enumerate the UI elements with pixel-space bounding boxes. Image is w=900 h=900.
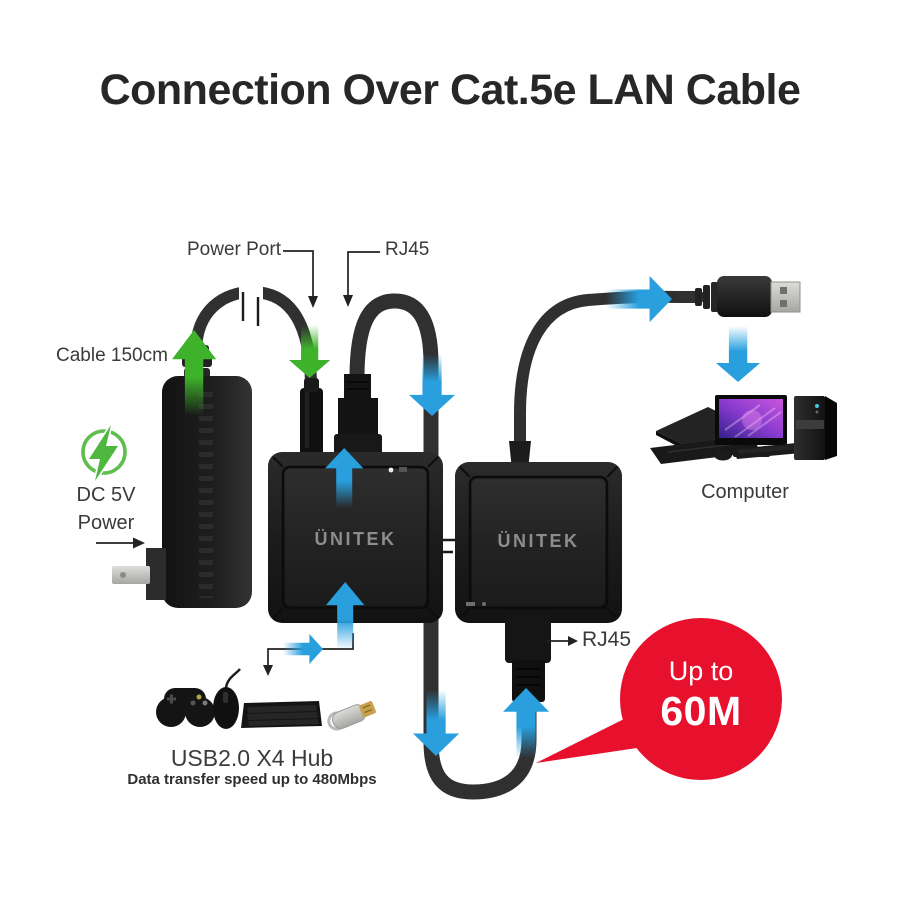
unitek-logo-remote: ÜNITEK <box>497 531 580 551</box>
desktop-mouse <box>714 449 732 461</box>
power-port-label: Power Port <box>187 239 281 260</box>
hub-keyboard <box>241 701 322 728</box>
cable-length-label: Cable 150cm <box>56 345 168 366</box>
dc-plug <box>300 388 323 456</box>
blue-down-arrow-cable <box>409 354 456 416</box>
dc-power-label-line2: Power <box>77 512 135 534</box>
rj45-bottom-label: RJ45 <box>582 628 632 651</box>
hub-title: USB2.0 X4 Hub <box>170 745 334 771</box>
dc-power-label-line1: DC 5V <box>76 484 136 506</box>
annotation-arrowheads <box>133 295 578 676</box>
badge-prefix: Up to <box>668 656 734 686</box>
computer-label: Computer <box>701 481 789 503</box>
usb-plug <box>695 276 801 317</box>
extender-remote <box>455 441 622 702</box>
computer-cluster <box>650 395 837 464</box>
blue-right-arrow-usb <box>606 276 672 323</box>
page-title: Connection Over Cat.5e LAN Cable <box>99 66 801 114</box>
rj45-top-pointer <box>347 251 380 295</box>
blue-right-arrow-hub <box>283 634 323 664</box>
led-indicator <box>388 467 394 473</box>
usb-flash-drive <box>327 701 376 731</box>
hub-peripherals <box>156 668 376 731</box>
power-adapter <box>112 345 252 608</box>
gamepad <box>156 688 215 727</box>
hub-subtitle: Data transfer speed up to 480Mbps <box>127 771 377 788</box>
range-badge <box>536 618 782 780</box>
extender-local <box>268 374 443 623</box>
rj45-top-label: RJ45 <box>385 239 430 260</box>
badge-value: 60M <box>660 688 742 734</box>
cable-break-top <box>239 281 263 331</box>
green-down-arrow <box>289 325 331 378</box>
unitek-logo-local: ÜNITEK <box>314 529 397 549</box>
blue-down-arrow-usb <box>716 326 761 382</box>
rj45-plug-bottom <box>505 615 551 663</box>
hub-mouse <box>213 668 241 729</box>
blue-down-arrow-bottom <box>413 690 460 756</box>
power-port-pointer <box>283 250 314 296</box>
led-indicator <box>482 602 486 606</box>
plug-prong <box>112 566 150 584</box>
dc-power-lightning-icon <box>81 423 127 483</box>
